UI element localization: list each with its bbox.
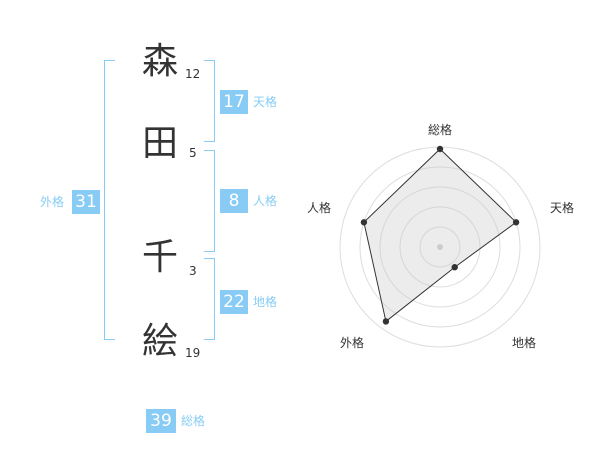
gaikaku-label: 外格: [40, 195, 65, 209]
name-char-1: 森: [141, 41, 178, 82]
radar-axis-label-tenkaku: 天格: [550, 200, 574, 215]
radar-point-4: [360, 219, 368, 226]
chikaku-value: 22: [220, 290, 248, 314]
radar-points: [360, 145, 520, 325]
name-char-1-strokes: 12: [185, 67, 201, 81]
soukaku-label: 総格: [181, 414, 206, 428]
radar-center: [437, 244, 443, 250]
radar-point-2: [451, 264, 458, 271]
name-char-4-strokes: 19: [185, 346, 201, 360]
jinkaku-label: 人格: [253, 194, 278, 208]
radar-point-0: [436, 145, 444, 153]
radar-axis-label-soukaku: 総格: [428, 122, 452, 137]
chikaku-bracket: [204, 258, 215, 340]
radar-ring: [399, 206, 481, 288]
tenkaku-label: 天格: [253, 95, 278, 109]
jinkaku-bracket: [204, 150, 215, 252]
name-char-3-strokes: 3: [189, 264, 197, 278]
tenkaku-bracket: [204, 60, 215, 142]
gaikaku-value: 31: [72, 190, 100, 214]
radar-point-1: [512, 219, 520, 226]
radar-axis-label-chikaku: 地格: [512, 335, 536, 350]
name-char-2: 田: [141, 123, 178, 164]
name-char-3: 千: [141, 237, 178, 278]
name-char-4: 絵: [141, 321, 178, 362]
radar-axis-label-gaikaku: 外格: [340, 335, 364, 350]
tenkaku-value: 17: [220, 90, 248, 114]
chikaku-label: 地格: [253, 295, 278, 309]
gaikaku-bracket: [104, 60, 115, 340]
radar-chart: 総格 天格 地格 外格 人格: [307, 122, 574, 350]
name-char-2-strokes: 5: [189, 146, 197, 160]
radar-ring: [379, 186, 501, 308]
soukaku-value: 39: [146, 409, 176, 433]
radar-ring: [419, 226, 461, 268]
radar-point-3: [382, 318, 390, 325]
radar-ring: [359, 166, 521, 328]
jinkaku-value: 8: [220, 189, 248, 213]
radar-axis-label-jinkaku: 人格: [307, 200, 331, 215]
radar-area: [363, 148, 517, 323]
